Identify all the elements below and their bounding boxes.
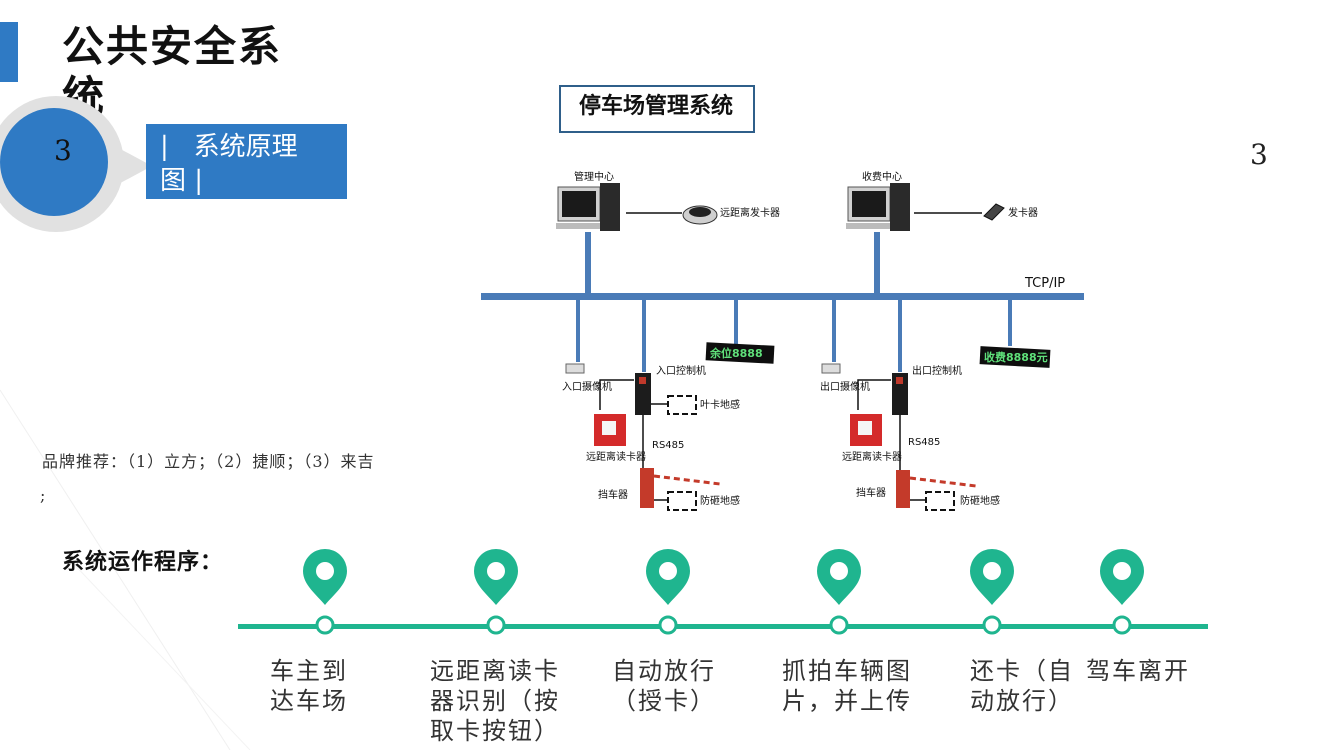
network-bus xyxy=(481,293,1084,300)
entry-barrier-icon xyxy=(640,468,721,508)
label-exit-remote-reader: 远距离读卡器 xyxy=(842,450,902,463)
timeline-markers xyxy=(303,549,1144,635)
exit-camera-icon xyxy=(821,363,841,374)
fee-display-drop xyxy=(1008,300,1012,346)
step-line: 抓拍车辆图 xyxy=(782,657,912,685)
label-exit-controller: 出口控制机 xyxy=(912,364,962,377)
step-line: 自动放行 xyxy=(612,657,716,685)
step-line: 取卡按钮） xyxy=(430,717,560,745)
brand-recommendation: 品牌推荐：（1）立方；（2）捷顺；（3）来吉 xyxy=(42,452,375,471)
entry-anti-smash-loop xyxy=(667,491,697,511)
entry-controller-icon xyxy=(635,373,651,415)
diagram-title: 停车场管理系统 xyxy=(578,93,733,119)
exit-anti-smash-loop xyxy=(925,491,955,511)
timeline-pin-icon xyxy=(303,549,347,635)
fee-drop-line xyxy=(874,232,880,294)
process-step-6: 驾车离开 xyxy=(1086,656,1190,686)
label-fee-center: 收费中心 xyxy=(862,170,902,183)
label-card-loop: 叶卡地感 xyxy=(700,398,740,411)
entry-controller-drop xyxy=(642,300,646,372)
card-issuer-icon xyxy=(983,203,1005,221)
brand-recommendation-tail: ; xyxy=(40,486,46,505)
exit-remote-reader-icon xyxy=(850,414,882,446)
label-spaces-display: 余位8888 xyxy=(709,346,763,360)
mgmt-drop-line xyxy=(585,232,591,294)
label-entry-barrier: 挡车器 xyxy=(598,488,628,501)
step-line: 器识别（按 xyxy=(430,687,560,715)
title-accent-bar xyxy=(0,22,18,82)
process-step-4: 抓拍车辆图 片，并上传 xyxy=(782,656,912,716)
fee-led-display xyxy=(979,346,1051,368)
step-line: 动放行） xyxy=(970,687,1074,715)
step-line: 驾车离开 xyxy=(1086,657,1190,685)
diagram-title-box xyxy=(559,85,755,133)
entry-card-loop xyxy=(667,395,697,415)
subtitle-bar-left: | xyxy=(160,132,169,162)
section-subtitle: | 系统原理图 | xyxy=(160,130,340,198)
spaces-display-drop xyxy=(734,300,738,346)
entry-camera-icon xyxy=(565,363,585,374)
step-line: 片，并上传 xyxy=(782,687,912,715)
label-entry-anti-smash: 防砸地感 xyxy=(700,494,740,507)
label-entry-remote-reader: 远距离读卡器 xyxy=(586,450,646,463)
exit-barrier-icon xyxy=(896,470,977,508)
exit-camera-drop xyxy=(832,300,836,362)
process-title: 系统运作程序： xyxy=(62,549,224,575)
label-exit-rs485: RS485 xyxy=(908,437,940,448)
subtitle-bar-right: | xyxy=(194,166,204,196)
process-step-1: 车主到 达车场 xyxy=(270,656,348,716)
label-exit-anti-smash: 防砸地感 xyxy=(960,494,1000,507)
entry-camera-drop xyxy=(576,300,580,362)
label-entry-camera: 入口摄像机 xyxy=(562,380,612,393)
section-number: 3 xyxy=(54,134,72,167)
step-line: 远距离读卡 xyxy=(430,657,560,685)
remote-card-issuer-icon xyxy=(682,205,718,225)
process-step-5: 还卡（自 动放行） xyxy=(970,656,1074,716)
label-mgmt-center: 管理中心 xyxy=(574,170,614,183)
label-card-issuer: 发卡器 xyxy=(1008,206,1038,219)
label-entry-rs485: RS485 xyxy=(652,440,684,451)
label-remote-issuer: 远距离发卡器 xyxy=(720,206,780,219)
page-title: 公共安全系统 xyxy=(62,22,283,121)
subtitle-text: 系统原理图 xyxy=(160,132,298,196)
page-number: 3 xyxy=(1250,138,1268,171)
label-exit-camera: 出口摄像机 xyxy=(820,380,870,393)
timeline-pin-icon xyxy=(817,549,861,635)
spaces-led-display xyxy=(705,342,775,364)
timeline-pin-icon xyxy=(474,549,518,635)
label-entry-controller: 入口控制机 xyxy=(656,364,706,377)
step-line: 车主到 xyxy=(270,657,348,685)
section-badge-pointer xyxy=(100,138,152,194)
mgmt-computer-icon xyxy=(556,183,620,231)
timeline-pin-icon xyxy=(1100,549,1144,635)
label-fee-display: 收费8888元 xyxy=(984,350,1048,364)
section-subtitle-box xyxy=(146,124,347,199)
step-line: 达车场 xyxy=(270,687,348,715)
entry-remote-reader-icon xyxy=(594,414,626,446)
process-step-3: 自动放行 （授卡） xyxy=(612,656,716,716)
timeline-pin-icon xyxy=(970,549,1014,635)
fee-computer-icon xyxy=(846,183,910,231)
timeline-line xyxy=(238,624,1208,629)
section-badge xyxy=(0,108,108,216)
timeline-pin-icon xyxy=(646,549,690,635)
exit-controller-icon xyxy=(892,373,908,415)
label-tcpip: TCP/IP xyxy=(1024,276,1065,291)
label-exit-barrier: 挡车器 xyxy=(856,486,886,499)
step-line: （授卡） xyxy=(612,687,716,715)
process-step-2: 远距离读卡 器识别（按 取卡按钮） xyxy=(430,656,560,746)
exit-controller-drop xyxy=(898,300,902,372)
step-line: 还卡（自 xyxy=(970,657,1074,685)
